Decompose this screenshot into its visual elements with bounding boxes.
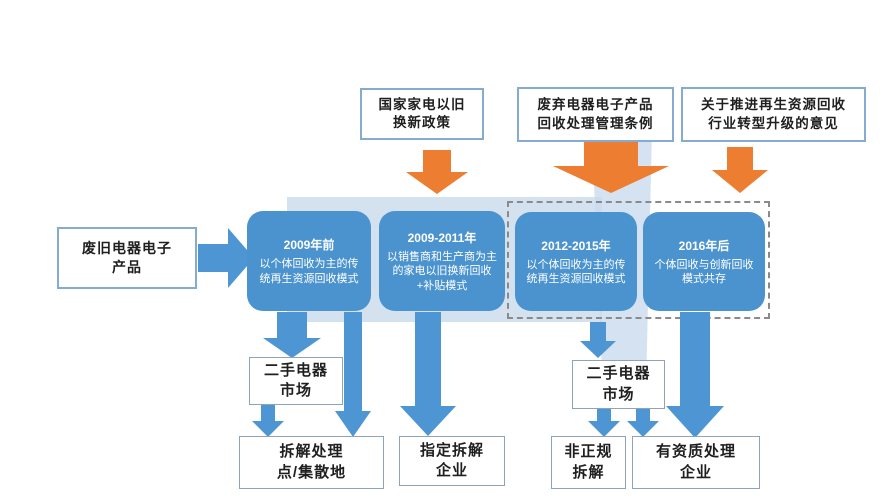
outcome-box-informal-dismantling: 非正规 拆解 bbox=[551, 436, 626, 489]
stage-period: 2009-2011年 bbox=[407, 231, 477, 246]
stage-description: 个体回收与创新回收模式共存 bbox=[654, 258, 754, 285]
outcome-label: 二手电器 市场 bbox=[586, 365, 651, 403]
outcome-box-dismantle-site: 拆解处理 点/集散地 bbox=[239, 436, 384, 489]
policy-label: 关于推进再生资源回收 行业转型升级的意见 bbox=[701, 97, 846, 131]
outcome-label: 拆解处理 点/集散地 bbox=[276, 443, 347, 481]
stage-description: 以个体回收为主的传统再生资源回收模式 bbox=[526, 258, 626, 285]
outcome-label: 非正规 拆解 bbox=[564, 443, 613, 481]
stage-box-2012-2015: 2012-2015年 以个体回收为主的传统再生资源回收模式 bbox=[515, 212, 637, 311]
blue-down-arrow-icon bbox=[400, 312, 456, 436]
blue-down-arrow-icon bbox=[580, 322, 616, 358]
blue-right-arrow-icon bbox=[198, 228, 254, 288]
dashed-group-frame bbox=[507, 201, 770, 319]
orange-down-arrow-icon bbox=[406, 150, 468, 194]
outcome-box-second-hand-market-left: 二手电器 市场 bbox=[249, 357, 343, 405]
orange-down-arrow-icon bbox=[712, 147, 768, 193]
policy-label: 废弃电器电子产品 回收处理管理条例 bbox=[537, 97, 654, 131]
orange-down-arrow-icon bbox=[553, 142, 669, 193]
stage-period: 2016年后 bbox=[678, 238, 730, 253]
outcome-box-second-hand-market-right: 二手电器 市场 bbox=[572, 360, 665, 409]
blue-down-arrow-icon bbox=[627, 404, 659, 437]
stage-box-post-2016: 2016年后 个体回收与创新回收模式共存 bbox=[643, 212, 765, 311]
blue-down-arrow-icon bbox=[666, 312, 724, 438]
blue-down-arrow-icon bbox=[263, 312, 321, 358]
policy-box-trade-in: 国家家电以旧 换新政策 bbox=[360, 88, 484, 140]
stage-period: 2009年前 bbox=[283, 238, 335, 253]
blue-down-arrow-icon bbox=[588, 404, 620, 437]
outcome-label: 有资质处理 企业 bbox=[655, 443, 736, 481]
stage-period: 2012-2015年 bbox=[541, 238, 611, 253]
stage-description: 以销售商和生产商为主的家电以旧换新回收+补贴模式 bbox=[387, 251, 497, 292]
stage-box-pre-2009: 2009年前 以个体回收为主的传统再生资源回收模式 bbox=[247, 211, 371, 311]
policy-label: 国家家电以旧 换新政策 bbox=[378, 96, 466, 130]
outcome-label: 二手电器 市场 bbox=[263, 361, 328, 399]
source-label: 废旧电器电子 产品 bbox=[82, 240, 172, 275]
outcome-label: 指定拆解 企业 bbox=[419, 441, 484, 479]
policy-box-recycling-upgrade-opinion: 关于推进再生资源回收 行业转型升级的意见 bbox=[681, 87, 866, 142]
blue-down-arrow-icon bbox=[252, 404, 284, 437]
policy-box-weee-regulation: 废弃电器电子产品 回收处理管理条例 bbox=[517, 87, 674, 142]
outcome-box-designated-dismantler: 指定拆解 企业 bbox=[399, 436, 505, 486]
source-box-waste-electronics: 废旧电器电子 产品 bbox=[57, 227, 197, 289]
outcome-box-qualified-processor: 有资质处理 企业 bbox=[632, 436, 760, 489]
blue-down-arrow-icon bbox=[335, 312, 371, 437]
stage-description: 以个体回收为主的传统再生资源回收模式 bbox=[259, 258, 359, 285]
stage-box-2009-2011: 2009-2011年 以销售商和生产商为主的家电以旧换新回收+补贴模式 bbox=[379, 211, 505, 311]
